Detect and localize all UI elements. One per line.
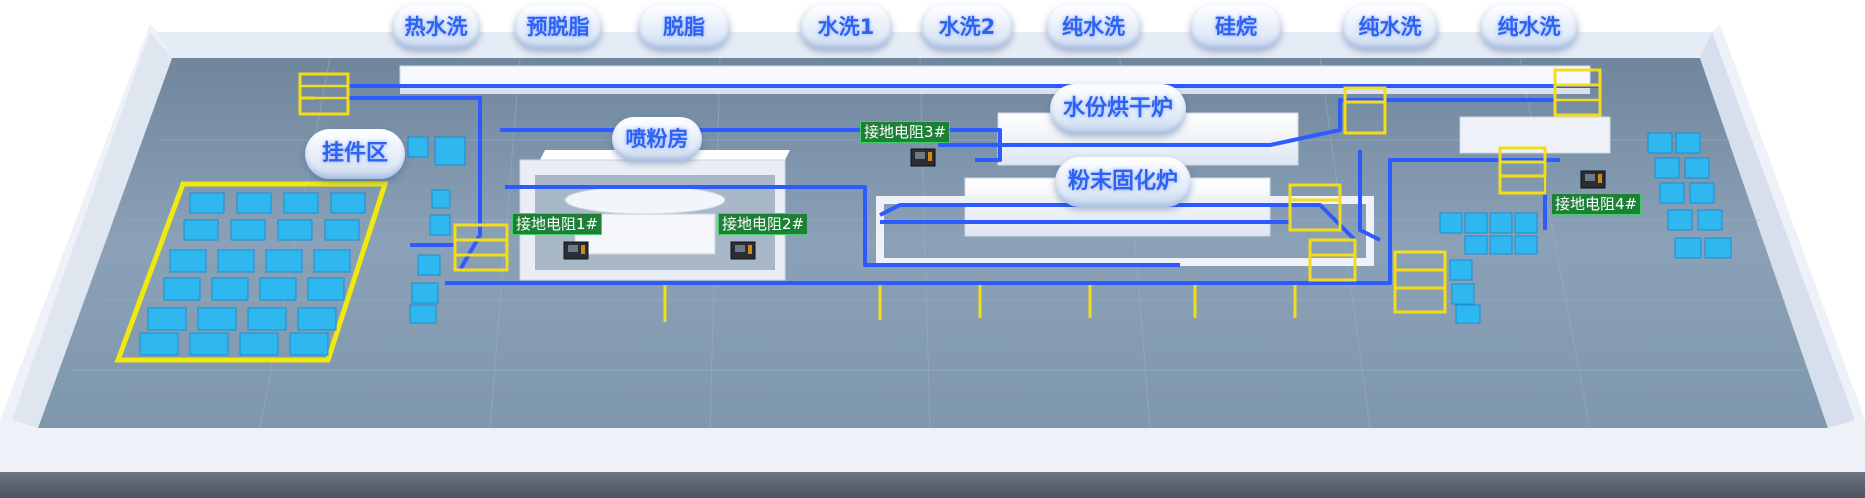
process-label-pure-water-wash: 纯水洗 (1046, 5, 1141, 49)
curing-oven-label: 粉末固化炉 (1055, 157, 1191, 207)
grounding-resistor-1-device-icon[interactable] (563, 238, 589, 260)
grounding-resistor-4-device-icon[interactable] (1580, 167, 1606, 189)
spray-booth-cyclone (564, 185, 726, 215)
process-label-hot-water-wash: 热水洗 (392, 5, 480, 49)
floor-base (0, 472, 1865, 498)
process-label-water-wash-2: 水洗2 (921, 5, 1013, 49)
process-label-silane: 硅烷 (1190, 5, 1282, 49)
process-label-pre-degreasing: 预脱脂 (514, 5, 602, 49)
process-label-degreasing: 脱脂 (638, 5, 730, 49)
storage-crates (139, 132, 1732, 356)
grounding-resistor-3-tag[interactable]: 接地电阻3# (860, 121, 951, 143)
process-label-pure-water-wash-2: 纯水洗 (1342, 5, 1438, 49)
pretreatment-tank (399, 65, 1591, 87)
process-label-water-wash-1: 水洗1 (800, 5, 892, 49)
spray-room-label: 喷粉房 (612, 117, 702, 161)
grounding-resistor-1-tag[interactable]: 接地电阻1# (512, 213, 603, 235)
hanging-area-outline (114, 181, 389, 363)
grounding-resistor-4-tag[interactable]: 接地电阻4# (1551, 193, 1642, 215)
pretreatment-tank-front (400, 86, 1590, 94)
drying-oven-label: 水份烘干炉 (1050, 84, 1186, 134)
hanging-area-label: 挂件区 (305, 129, 405, 179)
inner-wall-right (1700, 32, 1855, 428)
conveyor-lines (300, 84, 1600, 285)
grounding-resistor-3-device-icon[interactable] (910, 145, 936, 167)
floor (38, 58, 1828, 428)
inner-wall-left (12, 32, 172, 428)
process-label-pure-water-wash-3: 纯水洗 (1480, 5, 1578, 49)
grounding-resistor-2-device-icon[interactable] (730, 238, 756, 260)
grounding-resistor-2-tag[interactable]: 接地电阻2# (718, 213, 809, 235)
yellow-racks (298, 68, 1602, 322)
